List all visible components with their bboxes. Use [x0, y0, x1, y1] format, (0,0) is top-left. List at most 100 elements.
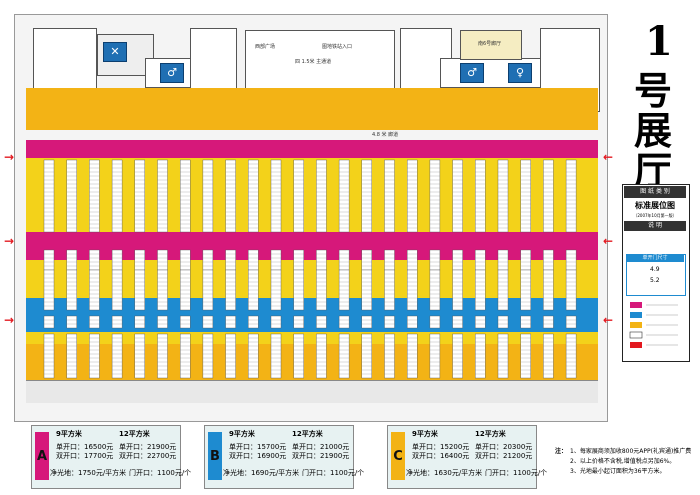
c-title9: 9平方米 — [412, 430, 438, 438]
booth-column — [338, 315, 350, 329]
a-single9: 单开口：16500元 — [56, 443, 114, 451]
hall-number: 1 — [645, 18, 673, 65]
booth-column — [43, 333, 55, 379]
entrance-arrow-right-3: ← — [603, 313, 614, 327]
price-zone-b: B 9平方米 12平方米 单开口：15700元 双开口：16900元 单开口：2… — [204, 425, 364, 489]
legend-category: 图 纸 类 别 — [624, 186, 686, 198]
no-smoking-icon: ✕ — [103, 42, 127, 62]
booth-column — [225, 315, 236, 329]
entrance-arrow-left-2: → — [4, 234, 15, 248]
plaza-label: 西部广场 — [255, 44, 276, 50]
booth-column — [407, 249, 418, 271]
door-size-row-1: 4.9 — [650, 266, 660, 273]
main-pass-label: 四 1.5米 主通道 — [295, 59, 332, 65]
booth-column — [248, 249, 259, 271]
symbol-legend — [629, 302, 678, 348]
booth-column — [157, 333, 168, 379]
booth-column — [475, 333, 486, 379]
booth-column — [179, 315, 191, 329]
booth-column — [384, 333, 395, 379]
booth-column — [111, 333, 123, 379]
booth-column — [293, 249, 304, 271]
booth-column — [361, 333, 372, 379]
male-restroom-icon-2: ♂ — [460, 63, 484, 83]
booth-column — [66, 249, 77, 271]
door-size-row-2: 5.2 — [650, 277, 660, 284]
c-single12: 单开口：20300元 — [475, 443, 533, 451]
room-right-label: 南6号廊厅 — [478, 41, 502, 47]
booth-column — [43, 315, 55, 329]
booth-column — [248, 333, 259, 379]
booth-column — [66, 333, 77, 379]
booth-column — [565, 333, 577, 379]
c-double9: 双开口：16400元 — [412, 452, 470, 460]
a-single12: 单开口：21900元 — [119, 443, 177, 451]
corridor-label: 4.8 米 廊道 — [372, 132, 399, 138]
b-door: 门开口：1100元/个 — [302, 469, 365, 477]
c-double12: 双开口：21200元 — [475, 452, 533, 460]
booth-column — [520, 333, 531, 379]
booth-column — [111, 249, 123, 271]
booth-column — [111, 315, 123, 329]
title-zhan: 展 — [634, 108, 673, 153]
b-title9: 9平方米 — [229, 430, 255, 438]
booth-column — [316, 333, 327, 379]
entrance-arrow-left-1: → — [4, 150, 15, 164]
booth-column — [407, 333, 418, 379]
booth-column — [270, 249, 282, 271]
a-door: 门开口：1100元/个 — [129, 469, 192, 477]
booth-column — [338, 333, 350, 379]
booth-column — [384, 249, 395, 271]
zone-a-band-1 — [26, 140, 598, 158]
booth-column — [407, 315, 418, 329]
b-net: 净光地：1690元/平方米 — [223, 469, 300, 477]
booth-column — [202, 249, 214, 271]
c-title12: 12平方米 — [475, 430, 506, 438]
notes-label: 注： — [555, 448, 568, 455]
booth-column — [43, 249, 55, 271]
booth-column — [134, 333, 146, 379]
c-single9: 单开口：15200元 — [412, 443, 470, 451]
female-restroom-icon-2: ♀ — [508, 63, 532, 83]
booth-column — [293, 315, 304, 329]
booth-column — [89, 249, 100, 271]
room-right — [460, 30, 522, 60]
booth-column — [293, 333, 304, 379]
legend-date: （2007年10月第一版） — [633, 213, 677, 218]
zone-letter-c: C — [391, 432, 405, 480]
price-zone-a: A 9平方米 12平方米 单开口：16500元 双开口：17700元 单开口：2… — [31, 425, 191, 489]
b-single12: 单开口：21000元 — [292, 443, 350, 451]
booth-column — [543, 333, 554, 379]
booth-column — [452, 249, 463, 271]
legend-shuoming: 说 明 — [624, 221, 686, 231]
booth-column — [497, 315, 509, 329]
c-net: 净光地：1630元/平方米 — [406, 469, 483, 477]
b-double9: 双开口：16900元 — [229, 452, 287, 460]
booth-column — [565, 249, 577, 271]
booth-column — [89, 333, 100, 379]
booth-column — [543, 249, 554, 271]
booth-column — [429, 249, 441, 271]
c-door: 门开口：1100元/个 — [485, 469, 548, 477]
b-double12: 双开口：21900元 — [292, 452, 350, 460]
booth-column — [270, 315, 282, 329]
a-net: 净光地：1750元/平方米 — [50, 469, 127, 477]
booth-column — [179, 249, 191, 271]
booth-column — [202, 315, 214, 329]
booth-column — [429, 315, 441, 329]
a-title9: 9平方米 — [56, 430, 82, 438]
booth-column — [565, 315, 577, 329]
booth-column — [520, 315, 531, 329]
note-1: 1、每家展商须加收800元APP(礼宾通)推广费 — [570, 448, 692, 455]
booth-column — [134, 249, 146, 271]
entrance-arrow-right-2: ← — [603, 234, 614, 248]
a-title12: 12平方米 — [119, 430, 150, 438]
door-size-title: 单开门尺寸 — [626, 254, 684, 262]
zone-c-top-band — [26, 88, 598, 130]
note-3: 3、光地最小起订面积为36平方米。 — [570, 468, 666, 475]
booth-column — [225, 333, 236, 379]
zone-letter-b: B — [208, 432, 222, 480]
booth-column — [475, 315, 486, 329]
zone-letter-a: A — [35, 432, 49, 480]
booth-column — [338, 249, 350, 271]
